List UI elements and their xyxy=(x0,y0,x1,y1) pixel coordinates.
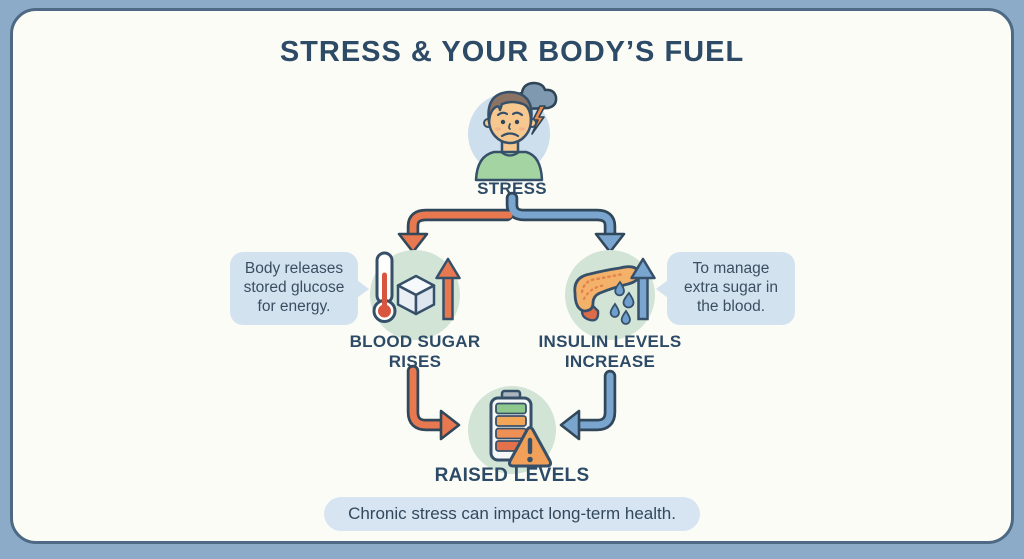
thermometer-sugar-cube-rising-arrow-icon xyxy=(367,247,463,348)
stress-node-label: STRESS xyxy=(477,179,547,198)
blood-sugar-callout: Body releases stored glucose for energy. xyxy=(230,252,369,325)
callout-tail xyxy=(357,279,369,298)
raised-levels-node-label: RAISED LEVELS xyxy=(434,465,590,486)
insulin-callout-text: To manage extra sugar in the blood. xyxy=(684,260,778,315)
insulin-callout: To manage extra sugar in the blood. xyxy=(656,252,795,325)
footer-note: Chronic stress can impact long-term heal… xyxy=(324,497,700,531)
pancreas-insulin-drops-rising-arrow-icon xyxy=(562,247,658,348)
insulin-node-label: INSULIN LEVELS INCREASE xyxy=(538,332,682,372)
callout-tail xyxy=(656,279,668,298)
page-title: STRESS & YOUR BODY’S FUEL xyxy=(279,36,745,68)
blood-sugar-node-label: BLOOD SUGAR RISES xyxy=(349,332,481,372)
battery-warning-icon xyxy=(465,383,559,482)
stressed-person-storm-cloud-icon xyxy=(452,76,572,195)
blood-sugar-callout-text: Body releases stored glucose for energy. xyxy=(243,260,345,315)
